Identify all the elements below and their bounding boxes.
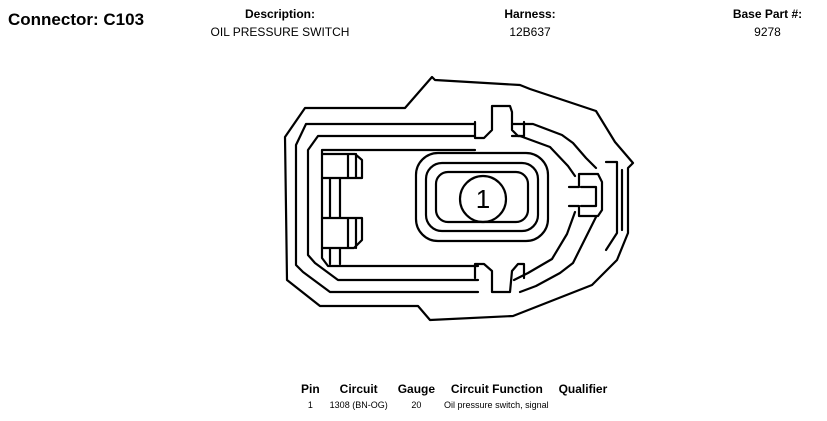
- bottom-key: [473, 262, 526, 294]
- base-part-label: Base Part #:: [732, 7, 803, 21]
- pin-table-header-row: Pin Circuit Gauge Circuit Function Quali…: [296, 382, 612, 400]
- top-key: [473, 104, 526, 140]
- connector-title: Connector: C103: [8, 10, 145, 29]
- column-header-circuit-function: Circuit Function: [450, 382, 543, 396]
- housing-second-line: [294, 122, 598, 294]
- column-header-pin: Pin: [301, 382, 320, 396]
- left-latch: [320, 152, 364, 266]
- pin-1-label: 1: [476, 184, 490, 214]
- harness-value: 12B637: [509, 25, 551, 39]
- right-latch: [567, 172, 604, 218]
- cell-circuit-function: Oil pressure switch, signal: [444, 400, 549, 410]
- cell-circuit: 1308 (BN-OG): [329, 400, 388, 410]
- harness-label: Harness:: [504, 7, 556, 21]
- pin-1-circle: [458, 174, 508, 224]
- housing-outer-outline: [283, 75, 635, 322]
- cell-gauge: 20: [411, 400, 422, 410]
- table-row: 1 1308 (BN-OG) 20 Oil pressure switch, s…: [296, 400, 612, 410]
- cell-pin: 1: [307, 400, 313, 410]
- harness-block: Harness: 12B637: [470, 7, 590, 39]
- base-part-block: Base Part #: 9278: [715, 7, 820, 39]
- column-header-gauge: Gauge: [397, 382, 436, 396]
- base-part-value: 9278: [754, 25, 781, 39]
- cell-qualifier: [554, 400, 613, 410]
- pin-table: Pin Circuit Gauge Circuit Function Quali…: [296, 382, 612, 410]
- description-label: Description:: [244, 7, 315, 21]
- pin-cavity-outer: [414, 151, 550, 243]
- description-value: OIL PRESSURE SWITCH: [210, 25, 350, 39]
- inner-cavity-line: [320, 148, 480, 268]
- right-housing-lines: [604, 160, 624, 252]
- column-header-circuit: Circuit: [339, 382, 378, 396]
- housing-third-line: [306, 134, 577, 282]
- pin-cavity-middle: [424, 161, 540, 233]
- column-header-qualifier: Qualifier: [558, 382, 608, 396]
- description-block: Description: OIL PRESSURE SWITCH: [180, 7, 380, 39]
- right-latch-inner: [579, 185, 598, 208]
